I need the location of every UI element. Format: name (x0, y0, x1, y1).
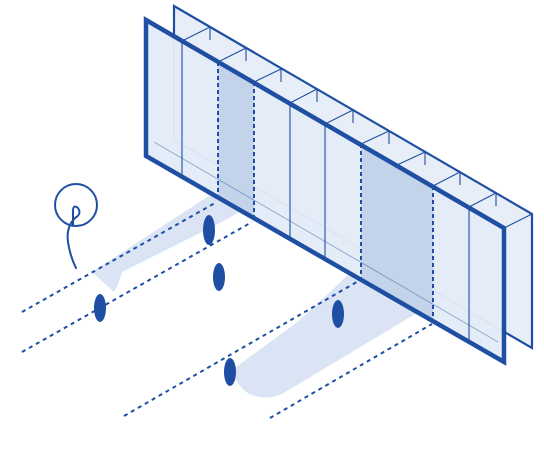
sensor-marker-3 (94, 294, 106, 322)
front-panel-highlight-segment-8 (397, 165, 433, 321)
sensor-marker-5 (224, 358, 236, 386)
front-panel-highlight-segment-7 (361, 144, 397, 300)
sensor-marker-4 (332, 300, 344, 328)
floor-region-left (92, 190, 250, 292)
sensor-marker-1 (203, 215, 215, 245)
front-panel-highlight-segment-3 (218, 62, 254, 218)
sensor-marker-2 (213, 263, 225, 291)
location-pin-icon (55, 184, 97, 268)
